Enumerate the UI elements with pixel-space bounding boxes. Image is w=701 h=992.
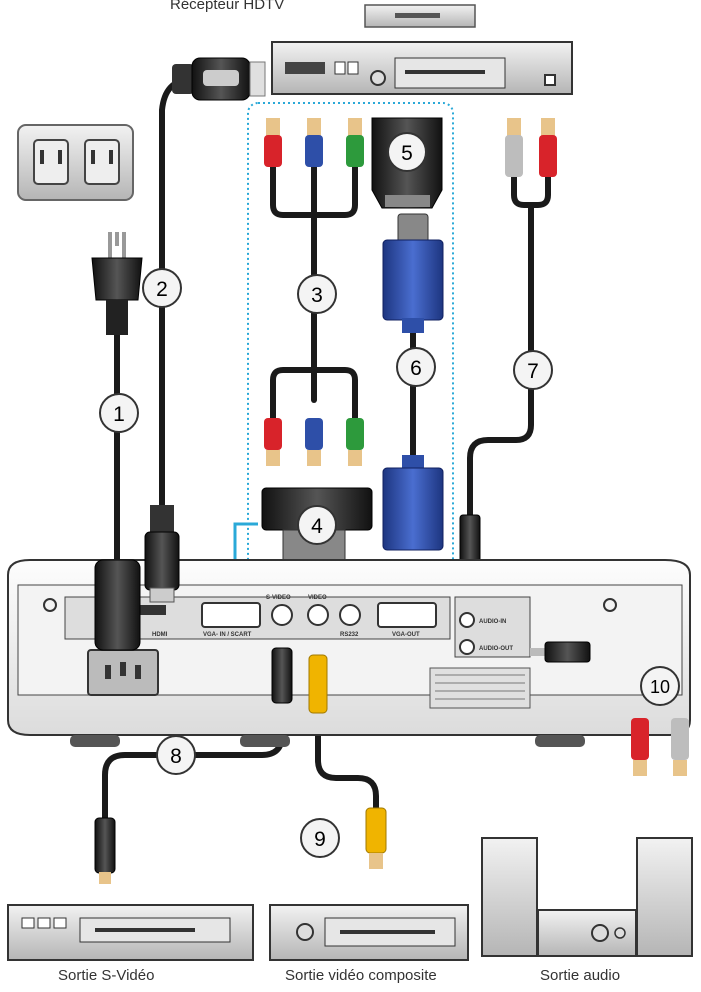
callout-7: 7 (514, 351, 552, 389)
callout-10: 10 (641, 667, 679, 705)
wall-outlet-icon (18, 125, 133, 200)
vcr-icon (270, 905, 468, 960)
callout-3: 3 (298, 275, 336, 313)
svg-text:4: 4 (311, 515, 323, 538)
port-label-audio-out: AUDIO-OUT (479, 646, 513, 652)
caption-svideo-out: Sortie S-Vidéo (58, 967, 154, 984)
port-label-vga-in: VGA- IN / SCART (203, 632, 252, 638)
hdtv-receiver-icon (272, 5, 572, 94)
composite-plug-top (309, 655, 327, 713)
svg-text:5: 5 (401, 142, 413, 165)
callout-8: 8 (157, 736, 195, 774)
vga-connector-top (383, 214, 443, 333)
callout-6: 6 (397, 348, 435, 386)
port-label-vga-out: VGA-OUT (392, 632, 420, 638)
callout-4: 4 (298, 506, 336, 544)
port-label-video: VIDEO (308, 595, 327, 601)
power-plug-icon (92, 232, 142, 335)
svg-text:10: 10 (650, 677, 670, 697)
svg-text:1: 1 (113, 403, 125, 426)
port-label-svideo: S-VIDEO (266, 595, 291, 601)
svg-text:8: 8 (170, 745, 182, 768)
svg-text:3: 3 (311, 284, 323, 307)
svg-text:6: 6 (410, 357, 422, 380)
composite-plug-bottom (366, 808, 386, 869)
svg-text:9: 9 (314, 828, 326, 851)
svideo-plug-bottom (95, 818, 115, 884)
component-rca-plugs-top (264, 118, 364, 167)
callout-1: 1 (100, 394, 138, 432)
dvd-player-icon (8, 905, 253, 960)
caption-audio-out: Sortie audio (540, 967, 620, 984)
svg-text:7: 7 (527, 360, 539, 383)
hdmi-plug-icon (172, 58, 265, 100)
amplifier-icon (538, 910, 636, 956)
port-label-hdmi: HDMI (152, 632, 168, 638)
callout-9: 9 (301, 819, 339, 857)
svg-text:2: 2 (156, 278, 168, 301)
audio-rca-plugs-top (505, 118, 557, 177)
caption-composite-out: Sortie vidéo composite (285, 967, 437, 984)
power-inlet-plug (95, 560, 140, 650)
vga-connector-bottom (383, 455, 443, 550)
component-rca-plugs-bottom (264, 418, 364, 466)
caption-hdtv-receiver: Récepteur HDTV (170, 0, 284, 13)
svideo-plug-top (272, 648, 292, 703)
port-label-rs232: RS232 (340, 632, 359, 638)
callout-5: 5 (388, 133, 426, 171)
port-label-audio-in: AUDIO-IN (479, 619, 506, 625)
callout-2: 2 (143, 269, 181, 307)
hdmi-plug-bottom (145, 505, 179, 602)
